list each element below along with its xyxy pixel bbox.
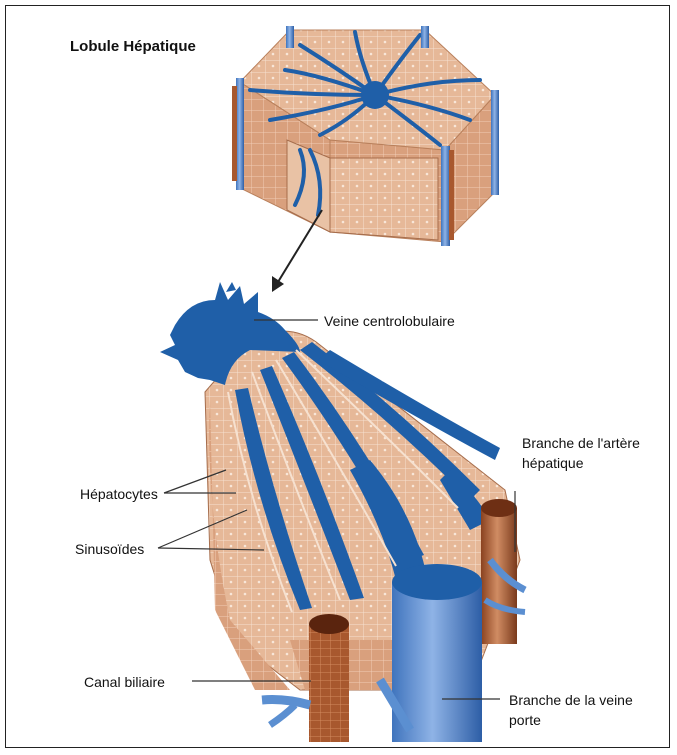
central-vein-top — [361, 81, 389, 109]
hepatic-artery-branch — [481, 499, 525, 644]
zoom-arrow — [272, 210, 322, 292]
label-hepatic-artery-1: Branche de l'artère — [522, 434, 640, 452]
hexagonal-lobule — [232, 26, 499, 246]
diagram-title: Lobule Hépatique — [70, 38, 196, 56]
portal-vein-branch — [380, 564, 482, 742]
label-hepatic-artery-2: hépatique — [522, 454, 584, 472]
label-portal-vein-1: Branche de la veine — [509, 691, 633, 709]
label-hepatocytes: Hépatocytes — [80, 485, 158, 503]
lobule-detail — [160, 282, 525, 742]
label-sinusoids: Sinusoïdes — [75, 540, 144, 558]
label-bile-duct: Canal biliaire — [84, 673, 165, 691]
label-portal-vein-2: porte — [509, 711, 541, 729]
label-central-vein: Veine centrolobulaire — [324, 312, 455, 330]
